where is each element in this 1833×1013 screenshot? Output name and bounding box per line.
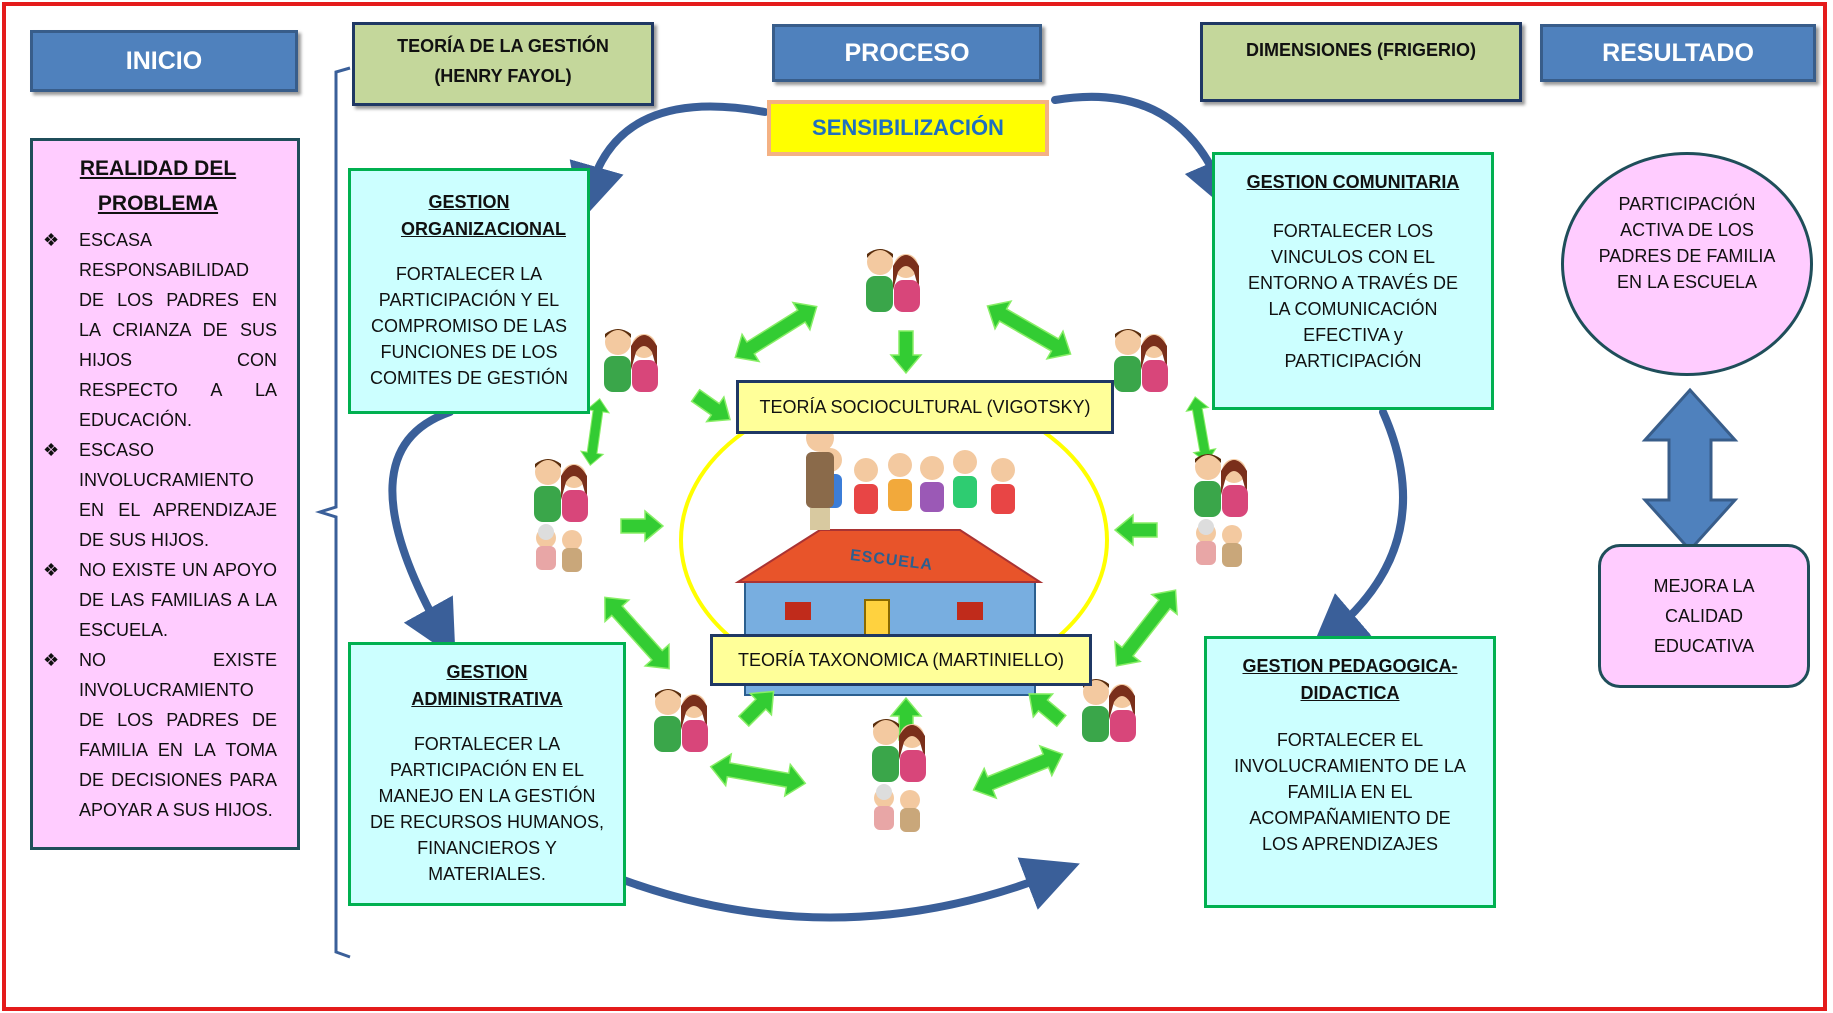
teoria-sociocultural-label: TEORÍA SOCIOCULTURAL (VIGOTSKY) — [759, 396, 1091, 417]
header-teoria-gestion-author: (HENRY FAYOL) — [434, 66, 572, 86]
header-dimensiones-label: DIMENSIONES (FRIGERIO) — [1245, 40, 1476, 60]
gestion-organizacional-title: GESTION ORGANIZACIONAL — [401, 192, 566, 239]
header-proceso-label: PROCESO — [844, 38, 970, 67]
teoria-taxonomica-label: TEORÍA TAXONOMICA (MARTINIELLO) — [737, 649, 1065, 670]
teoria-taxonomica-box: TEORÍA TAXONOMICA (MARTINIELLO) — [710, 634, 1092, 686]
gestion-comunitaria-body: FORTALECER LOS VINCULOS CON EL ENTORNO A… — [1247, 221, 1459, 371]
diamond-bullet-icon: ❖ — [43, 650, 60, 670]
header-inicio-label: INICIO — [125, 46, 203, 75]
sensibilizacion-label: SENSIBILIZACIÓN — [812, 115, 1004, 140]
header-resultado-label: RESULTADO — [1602, 38, 1754, 67]
header-teoria-gestion-label: TEORÍA DE LA GESTIÓN — [397, 36, 609, 56]
gestion-pedagogica-title: GESTION PEDAGOGICA-DIDACTICA — [1242, 656, 1458, 703]
list-item: ❖NO EXISTE INVOLUCRAMIENTO DE LOS PADRES… — [39, 645, 277, 825]
problem-box: REALIDAD DEL PROBLEMA ❖ESCASA RESPONSABI… — [30, 138, 300, 850]
gestion-comunitaria-box: GESTION COMUNITARIA FORTALECER LOS VINCU… — [1212, 152, 1494, 410]
header-resultado: RESULTADO — [1540, 24, 1816, 82]
header-dimensiones: DIMENSIONES (FRIGERIO) — [1200, 22, 1522, 102]
problem-title-line1: REALIDAD DEL — [79, 157, 237, 180]
gestion-pedagogica-box: GESTION PEDAGOGICA-DIDACTICA FORTALECER … — [1204, 636, 1496, 908]
problem-list: ❖ESCASA RESPONSABILIDAD DE LOS PADRES EN… — [39, 225, 277, 825]
header-proceso: PROCESO — [772, 24, 1042, 82]
sensibilizacion-box: SENSIBILIZACIÓN — [767, 100, 1049, 156]
header-teoria-gestion: TEORÍA DE LA GESTIÓN (HENRY FAYOL) — [352, 22, 654, 106]
result-double-arrow — [1641, 387, 1739, 553]
gestion-administrativa-title: GESTION ADMINISTRATIVA — [411, 662, 563, 709]
header-inicio: INICIO — [30, 30, 298, 92]
teoria-sociocultural-box: TEORÍA SOCIOCULTURAL (VIGOTSKY) — [736, 380, 1114, 434]
gestion-comunitaria-title: GESTION COMUNITARIA — [1246, 172, 1460, 192]
result-box: MEJORA LA CALIDAD EDUCATIVA — [1598, 544, 1810, 688]
gestion-administrativa-body: FORTALECER LA PARTICIPACIÓN EN EL MANEJO… — [369, 734, 605, 884]
gestion-pedagogica-body: FORTALECER EL INVOLUCRAMIENTO DE LA FAMI… — [1234, 730, 1466, 854]
diamond-bullet-icon: ❖ — [43, 560, 60, 580]
result-circle: PARTICIPACIÓN ACTIVA DE LOS PADRES DE FA… — [1561, 152, 1813, 376]
result-box-label: MEJORA LA CALIDAD EDUCATIVA — [1653, 576, 1755, 656]
gestion-administrativa-box: GESTION ADMINISTRATIVA FORTALECER LA PAR… — [348, 642, 626, 906]
list-item: ❖ESCASO INVOLUCRAMIENTO EN EL APRENDIZAJ… — [39, 435, 277, 555]
result-circle-label: PARTICIPACIÓN ACTIVA DE LOS PADRES DE FA… — [1598, 194, 1776, 292]
list-item: ❖NO EXISTE UN APOYO DE LAS FAMILIAS A LA… — [39, 555, 277, 645]
gestion-organizacional-body: FORTALECER LA PARTICIPACIÓN Y EL COMPROM… — [369, 264, 569, 388]
gestion-organizacional-box: GESTION ORGANIZACIONAL FORTALECER LA PAR… — [348, 168, 590, 414]
diamond-bullet-icon: ❖ — [43, 440, 60, 460]
diamond-bullet-icon: ❖ — [43, 230, 60, 250]
list-item: ❖ESCASA RESPONSABILIDAD DE LOS PADRES EN… — [39, 225, 277, 435]
problem-title-line2: PROBLEMA — [97, 192, 219, 215]
